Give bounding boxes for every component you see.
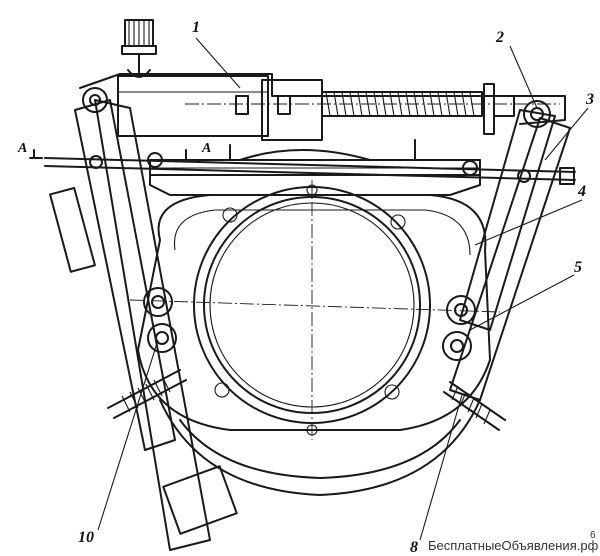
label-8: 8 [410,539,418,556]
tie-rod [44,155,576,185]
jaw-markers [214,184,406,436]
label-10: 10 [78,529,94,546]
section-marks [29,149,197,161]
pipe-ring [129,180,501,440]
right-rollers [442,295,476,361]
drive-cylinder [117,19,560,141]
label-4: 4 [577,183,586,200]
corner-mark: 6 [590,530,596,541]
left-lever [49,99,238,551]
label-5: 5 [574,259,582,276]
left-spring [107,369,187,419]
label-2: 2 [495,29,504,46]
section-label-a-right: A [201,141,211,156]
label-1: 1 [192,19,200,36]
section-label-a-left: A [17,141,27,156]
right-spring [443,381,506,431]
watermark-text: БесплатныеОбъявления.рф [428,538,599,553]
label-3: 3 [585,91,594,108]
clamp-body [137,194,491,496]
left-rollers [143,287,177,353]
right-lever [449,109,571,401]
leader-lines [97,37,589,541]
